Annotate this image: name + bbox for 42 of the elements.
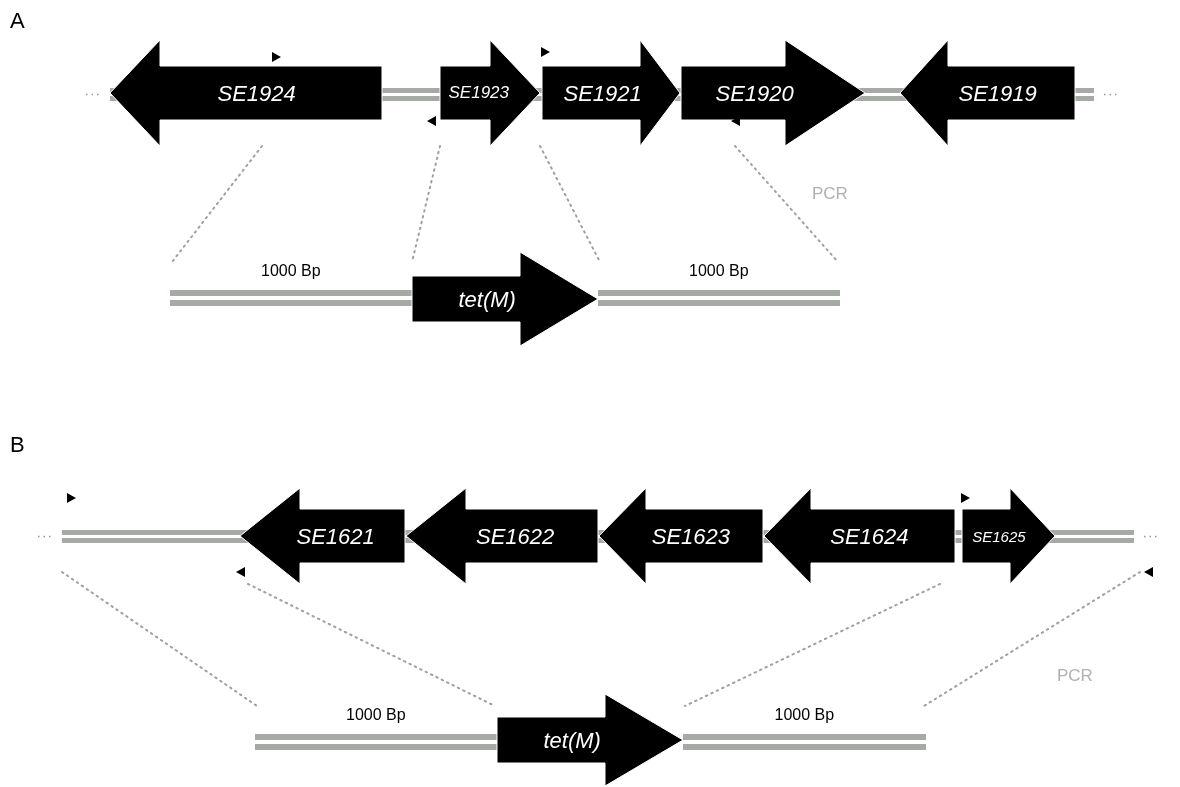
gene-name: SE1622	[476, 523, 555, 549]
gene-symbol	[110, 40, 382, 146]
length-label: 1000 Bp	[346, 706, 406, 724]
gene-name: SE1919	[958, 80, 1037, 106]
flank-region	[598, 262, 840, 308]
panel-label: A	[10, 8, 25, 34]
method-label: PCR	[1057, 666, 1093, 686]
gene-name: SE1923	[448, 83, 509, 103]
gene-name: tet(M)	[458, 286, 516, 312]
flank-region	[170, 262, 412, 308]
dotted-line	[684, 583, 941, 707]
dotted-line	[171, 145, 263, 263]
gene-symbol	[599, 488, 763, 584]
gene-symbol	[240, 488, 405, 584]
dotted-line	[61, 571, 258, 707]
gene-name: SE1624	[830, 523, 909, 549]
method-label: PCR	[812, 184, 848, 204]
gene-name: SE1625	[972, 527, 1026, 545]
gene-name: SE1920	[715, 80, 794, 106]
gene-symbol	[406, 488, 598, 584]
gene-symbol	[962, 488, 1055, 584]
length-label: 1000 Bp	[689, 262, 749, 280]
dotted-line	[539, 145, 601, 263]
dotted-line	[923, 571, 1141, 707]
flank-region	[255, 706, 497, 752]
gene-name: SE1924	[217, 80, 296, 106]
gene-name: tet(M)	[543, 727, 601, 753]
gene-symbol	[764, 488, 955, 584]
gene-symbol	[412, 252, 598, 346]
gene-symbol	[542, 40, 680, 146]
length-label: 1000 Bp	[261, 262, 321, 280]
gene-name: SE1921	[563, 80, 642, 106]
flank-region	[683, 706, 926, 752]
length-label: 1000 Bp	[774, 706, 835, 724]
gene-symbol	[681, 40, 865, 146]
gene-symbol	[900, 40, 1075, 146]
gene-name: SE1623	[651, 523, 731, 549]
panel-label: B	[10, 432, 25, 458]
gene-symbol	[440, 40, 540, 146]
gene-name: SE1621	[296, 523, 375, 549]
gene-symbol	[497, 694, 683, 786]
dotted-line	[734, 145, 839, 263]
